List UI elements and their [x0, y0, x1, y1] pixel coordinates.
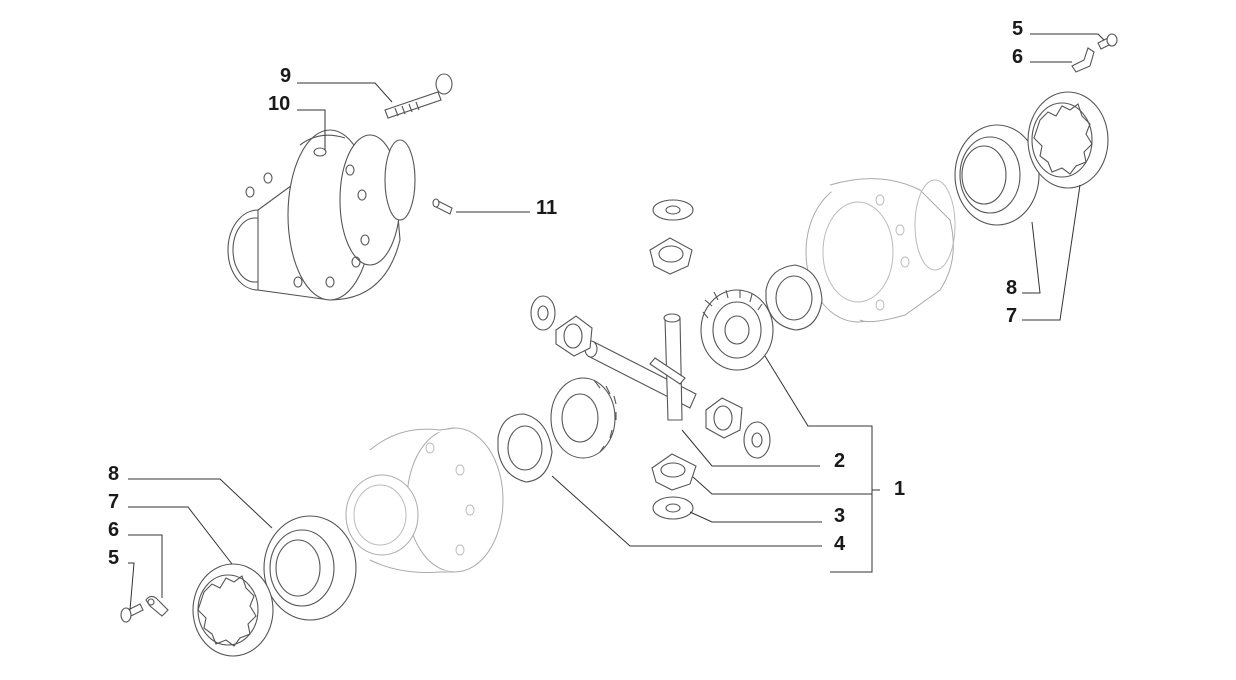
ring-nut-right[interactable]	[1027, 91, 1109, 189]
callout-3: 3	[834, 505, 845, 527]
leader-line-6a	[128, 534, 163, 598]
callout-labels: 9 10 11 5 6 8 7 2 1 3 4 8 7 6 5	[108, 18, 1023, 569]
planet-gear-bottom[interactable]	[651, 453, 697, 491]
callout-8-top: 8	[1006, 277, 1017, 299]
bearing-right[interactable]	[954, 124, 1040, 226]
leader-line-4	[551, 475, 822, 547]
leader-line-8b	[1022, 221, 1041, 294]
callout-10: 10	[268, 93, 290, 115]
leader-line-2	[681, 429, 820, 467]
leader-line-3b	[689, 511, 822, 523]
planet-gear-right[interactable]	[705, 397, 743, 439]
leader-line-1	[764, 355, 880, 573]
callout-11: 11	[536, 197, 557, 219]
callout-1: 1	[894, 478, 905, 500]
planet-gear-top[interactable]	[649, 237, 693, 275]
callout-6-top: 6	[1012, 46, 1023, 68]
callout-7-top: 7	[1006, 305, 1017, 327]
planet-washer-top[interactable]	[652, 199, 694, 221]
differential-half-housing-left[interactable]	[345, 427, 504, 573]
callout-2: 2	[834, 450, 845, 472]
side-gear-left[interactable]	[550, 377, 617, 459]
leader-line-9	[297, 82, 393, 103]
planet-washer-left[interactable]	[530, 295, 556, 331]
lock-bolt-left[interactable]	[120, 603, 144, 623]
differential-housing-assembled[interactable]	[227, 129, 416, 301]
housing-bolt[interactable]	[384, 73, 453, 119]
pin[interactable]	[432, 198, 453, 215]
side-gear-right[interactable]	[700, 289, 774, 371]
callout-4: 4	[834, 533, 846, 555]
callout-9: 9	[280, 65, 291, 87]
lock-clip-right[interactable]	[1071, 47, 1095, 73]
leader-line-8a	[128, 478, 273, 529]
planet-gear-left[interactable]	[555, 315, 593, 357]
planet-washer-right[interactable]	[743, 421, 771, 459]
leader-line-10	[297, 109, 326, 150]
thrust-washer-right[interactable]	[765, 264, 823, 331]
thrust-washer-left[interactable]	[497, 413, 553, 483]
cross-shaft[interactable]	[584, 313, 697, 421]
leader-line-3a	[692, 476, 872, 495]
lock-bolt-right[interactable]	[1097, 33, 1118, 50]
lock-clip-left[interactable]	[145, 595, 169, 617]
leader-line-7b	[1022, 184, 1081, 321]
leader-lines	[128, 33, 1105, 611]
planet-washer-bottom[interactable]	[652, 496, 694, 520]
bearing-left[interactable]	[263, 515, 357, 621]
callout-5-bottom: 5	[108, 547, 119, 569]
leader-line-7a	[128, 506, 233, 565]
differential-half-housing-right[interactable]	[805, 178, 956, 323]
ring-nut-left[interactable]	[192, 563, 274, 657]
callout-6-bottom: 6	[108, 519, 119, 541]
leader-line-5a	[128, 562, 135, 611]
leader-line-5b	[1030, 33, 1105, 41]
callout-5-top: 5	[1012, 18, 1023, 40]
callout-7-bottom: 7	[108, 491, 119, 513]
callout-8-bottom: 8	[108, 463, 119, 485]
